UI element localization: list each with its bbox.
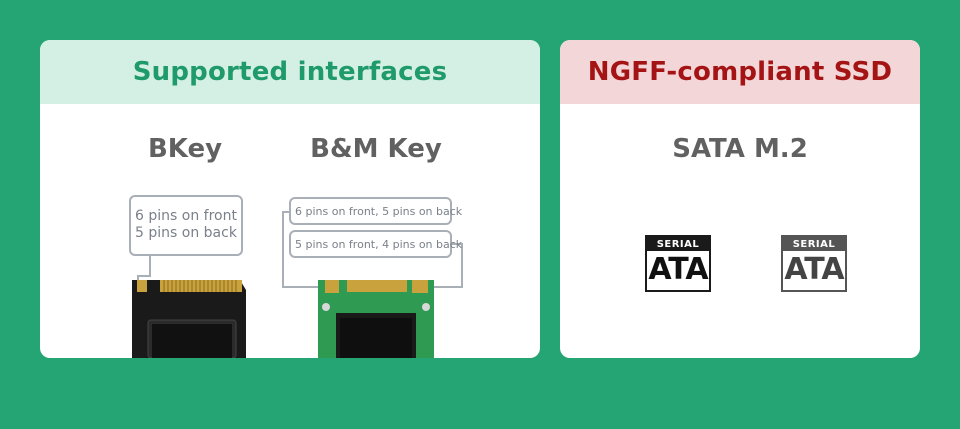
serial-ata-logo-bottom: ATA [648, 252, 708, 287]
serial-ata-logo: SERIAL ATA [645, 235, 711, 292]
supported-interfaces-card: Supported interfaces BKey B&M Key [40, 40, 540, 358]
ngff-ssd-header: NGFF-compliant SSD [560, 40, 920, 104]
serial-ata-logo-top: SERIAL [647, 237, 709, 251]
ssd-board-drawing [132, 211, 463, 358]
bm-key-label: B&M Key [310, 134, 442, 164]
serial-ata-logo-alt: SERIAL ATA [781, 235, 847, 292]
ngff-ssd-card: NGFF-compliant SSD SATA M.2 SERIAL ATA S… [560, 40, 920, 358]
sata-m2-label: SATA M.2 [672, 134, 808, 164]
bkey-label: BKey [147, 134, 223, 164]
serial-ata-logo-alt-top: SERIAL [783, 237, 845, 251]
bkey-callout-line-1: 6 pins on front [135, 208, 237, 224]
bkey-pin-callout: 6 pins on front 5 pins on back [129, 195, 243, 256]
bkey-ssd-board [132, 280, 246, 358]
bm-key-callout-1: 6 pins on front, 5 pins on back [289, 197, 462, 225]
bkey-callout-line-2: 5 pins on back [135, 225, 237, 241]
bm-key-callout-2: 5 pins on front, 4 pins on back [289, 230, 462, 258]
serial-ata-logo-alt-bottom: ATA [784, 252, 844, 287]
bm-key-ssd-board [318, 280, 434, 358]
supported-interfaces-header: Supported interfaces [40, 40, 540, 104]
